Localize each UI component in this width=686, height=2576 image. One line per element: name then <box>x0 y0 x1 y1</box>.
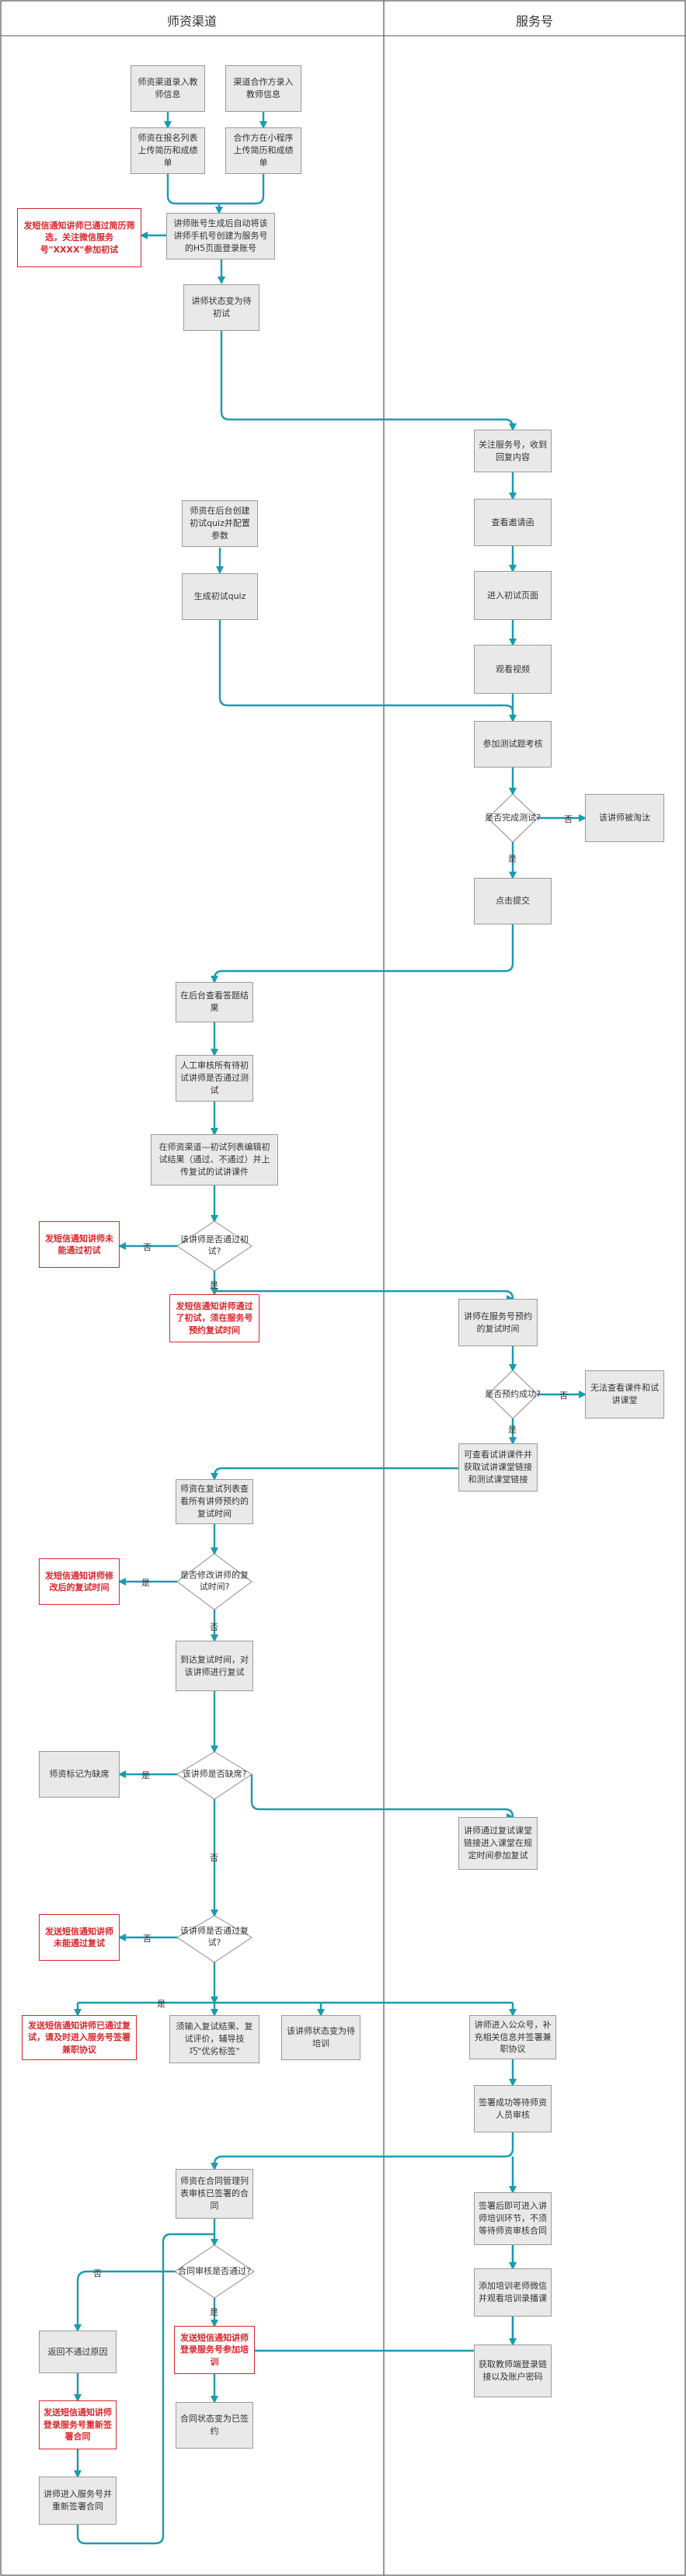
node-view-answers: 在后台查看答题结果 <box>176 982 253 1022</box>
sms-modified-time: 发短信通知讲师修改后的复试时间 <box>39 1558 120 1605</box>
node-book-retest: 讲师在服务号预约的复试时间 <box>458 1299 538 1346</box>
edge <box>250 1774 517 1819</box>
edge <box>211 2132 514 2170</box>
node-get-login: 获取教师端登录链接以及账户密码 <box>474 2345 552 2397</box>
label-no: 否 <box>564 814 573 824</box>
node-sign-agreement: 讲师进入公众号，补充相关信息并签署兼职协议 <box>469 2015 556 2059</box>
node-view-reservations: 师资在复试列表查看所有讲师预约的复试时间 <box>176 1479 253 1524</box>
node-enter-initial-page: 进入初试页面 <box>474 571 552 620</box>
node-enter-teacher-info: 师资渠道录入教师信息 <box>131 65 205 112</box>
node-manual-review: 人工审核所有待初试讲师是否通过测试 <box>176 1055 253 1102</box>
sms-passed-retest: 发送短信通知讲师已通过复试，请及时进入服务号签署兼职协议 <box>22 2015 137 2060</box>
sms-failed-retest: 发送短信通知讲师未能通过复试 <box>39 1914 120 1961</box>
node-mark-absent: 师资标记为缺席 <box>39 1751 120 1798</box>
node-generate-quiz: 生成初试quiz <box>182 573 258 620</box>
node-conduct-retest: 到达复试时间，对该讲师进行复试 <box>176 1641 253 1691</box>
node-partner-enter-teacher-info: 渠道合作方录入教师信息 <box>225 65 301 112</box>
decision-diamond <box>176 1220 252 1272</box>
label-yes: 是 <box>157 1999 165 2009</box>
decision-diamond <box>487 1370 538 1419</box>
edge <box>211 924 514 983</box>
label-no: 否 <box>559 1391 568 1401</box>
decision-diamond <box>176 1915 252 1963</box>
node-edit-initial-results: 在师资渠道—初试列表编辑初试结果（通过、不通过）并上传复试的试讲课件 <box>151 1134 278 1185</box>
edge <box>74 2270 177 2332</box>
node-get-links: 可查看试讲课件并获取试讲课堂链接和测试课堂链接 <box>458 1443 538 1492</box>
node-review-contracts: 师资在合同管理列表审核已签署的合同 <box>176 2169 253 2219</box>
node-watch-video: 观看视频 <box>474 645 552 694</box>
node-resign-contract: 讲师进入服务号并重新签署合同 <box>39 2477 117 2525</box>
connectors <box>74 112 587 2545</box>
node-upload-resume: 师资在报名列表上传简历和成绩单 <box>131 127 205 174</box>
edge <box>214 1290 517 1300</box>
node-await-review: 签署成功等待师资人员审核 <box>474 2085 552 2132</box>
decision-passed-retest: 该讲师是否通过复试? <box>180 1926 249 1948</box>
label-yes: 是 <box>508 1425 517 1435</box>
node-add-trainer: 添加培训老师微信并观看培训录播课 <box>474 2268 552 2317</box>
decision-booking-success: 是否预约成功? <box>485 1388 541 1399</box>
label-no: 否 <box>143 1934 151 1944</box>
node-contract-signed: 合同状态变为已签约 <box>176 2402 253 2449</box>
lane-title-right: 服务号 <box>515 14 553 29</box>
lane-title-left: 师资渠道 <box>166 14 217 29</box>
node-eliminated: 该讲师被淘汰 <box>585 794 664 842</box>
edge <box>220 331 517 431</box>
label-no: 否 <box>143 1242 151 1252</box>
sms-passed-initial: 发短信通知讲师通过了初试，须在服务号预约复试时间 <box>169 1294 259 1342</box>
node-create-quiz: 师资在后台创建初试quiz并配置参数 <box>182 500 258 547</box>
sms-join-training: 发送短信通知讲师登录服务号参加培训 <box>174 2326 255 2374</box>
decision-passed-initial: 该讲师是否通过初试? <box>180 1234 249 1256</box>
sms-passed-screening: 发短信通知讲师已通过简历筛选，关注微信服务号"XXXX"参加初试 <box>17 208 141 267</box>
node-enter-retest-results: 须输入复试结果、复试评价，辅导技巧"优劣标签" <box>169 2015 259 2063</box>
edge <box>218 620 514 712</box>
node-no-courseware: 无法查看课件和试讲课堂 <box>585 1370 664 1419</box>
label-yes: 是 <box>210 2307 218 2317</box>
node-follow-service-account: 关注服务号，收到回复内容 <box>474 430 552 472</box>
decision-shapes <box>174 793 538 2299</box>
sms-failed-initial: 发短信通知讲师未能通过初试 <box>39 1221 120 1268</box>
node-submit: 点击提交 <box>474 878 552 924</box>
decision-diamond <box>176 1751 252 1800</box>
label-yes: 是 <box>141 1578 150 1588</box>
sms-resign-contract: 发送短信通知讲师登录服务号重新签署合同 <box>39 2400 117 2449</box>
node-status-pending-training: 该讲师状态变为待培训 <box>281 2015 360 2060</box>
decision-diamond <box>176 1553 252 1610</box>
label-no: 否 <box>210 1622 218 1632</box>
node-enter-training: 签署后即可进入讲师培训环节，不须等待师资审核合同 <box>474 2192 552 2245</box>
node-join-retest: 讲师通过复试课堂链接进入课堂在规定时间参加复试 <box>458 1817 538 1870</box>
label-no: 否 <box>210 1853 218 1863</box>
decision-contract-approved: 合同审核是否通过? <box>178 2265 251 2276</box>
edge <box>76 2233 214 2545</box>
label-yes: 是 <box>508 854 517 864</box>
label-yes: 是 <box>210 1280 218 1290</box>
node-partner-upload-resume: 合作方在小程序上传简历和成绩单 <box>225 127 301 174</box>
node-status-pending-initial: 讲师状态变为待初试 <box>183 284 259 331</box>
decision-diamond <box>174 2244 255 2299</box>
label-no: 否 <box>93 2268 102 2278</box>
edge <box>166 174 265 205</box>
decision-modify-time: 是否修改讲师的复试时间? <box>180 1570 249 1592</box>
node-return-reason: 返回不通过原因 <box>39 2331 117 2373</box>
node-view-invitation: 查看邀请函 <box>474 499 552 546</box>
decision-diamond <box>487 793 538 843</box>
decision-absent: 该讲师是否缺席? <box>182 1768 247 1779</box>
node-create-h5-account: 讲师账号生成后自动将该讲师手机号创建为服务号的H5页面登录账号 <box>166 213 275 259</box>
node-take-test: 参加测试题考核 <box>474 721 552 768</box>
decision-test-completed: 是否完成测试? <box>485 812 541 823</box>
label-yes: 是 <box>141 1770 150 1781</box>
